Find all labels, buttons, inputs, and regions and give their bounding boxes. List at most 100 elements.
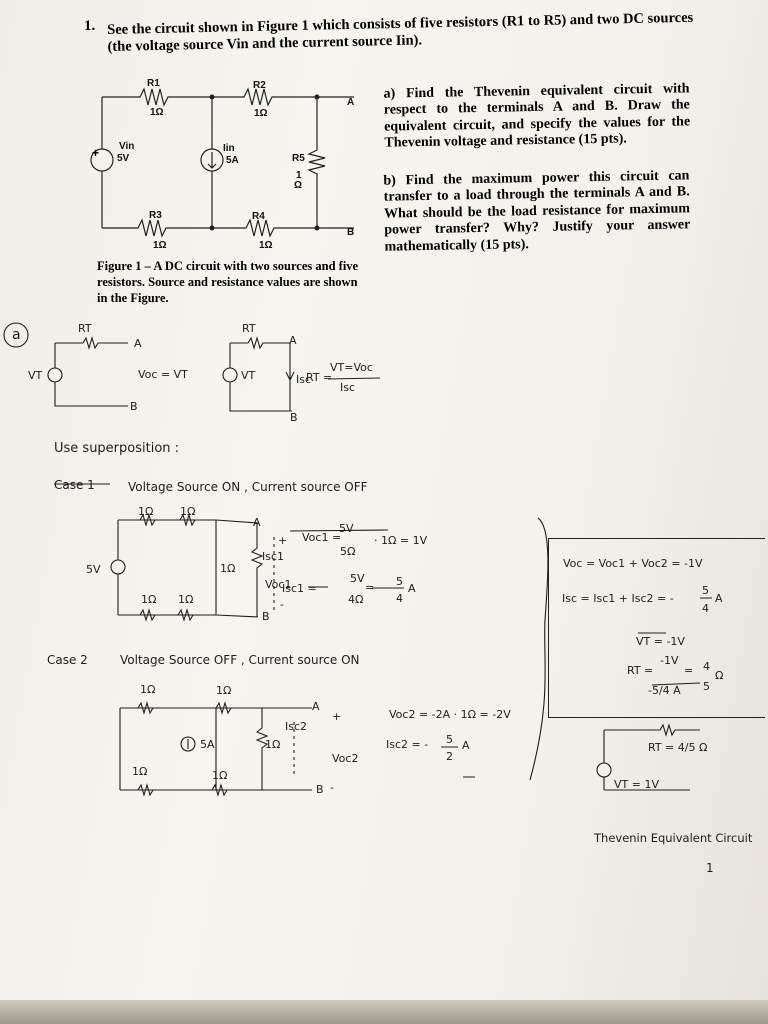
hw-vt-1: VT bbox=[28, 369, 43, 382]
hw-c1-r-top-2: 1Ω bbox=[180, 505, 196, 518]
hw-rt-result-den2: 5 bbox=[703, 680, 710, 693]
hw-c2-voc-eq: Voc2 = -2A · 1Ω = -2V bbox=[389, 708, 511, 721]
label-r2-value: 1Ω bbox=[254, 108, 268, 119]
label-iin: Iin bbox=[223, 143, 235, 154]
hw-c1-source: 5V bbox=[86, 563, 101, 576]
label-r4-value: 1Ω bbox=[259, 240, 273, 251]
part-a-circle-label: a bbox=[12, 327, 21, 343]
hw-c1-isc-den2: 4 bbox=[396, 592, 403, 605]
hw-rt-result-lhs: RT = bbox=[627, 664, 654, 677]
label-r5: R5 bbox=[292, 153, 305, 164]
hw-c1-terminal-a: A bbox=[253, 516, 261, 529]
hw-sum-voc: Voc = Voc1 + Voc2 = -1V bbox=[563, 557, 703, 570]
hw-c1-voc: Voc1 bbox=[265, 578, 292, 591]
hw-c2-r-bot-1: 1Ω bbox=[132, 765, 148, 778]
hw-c2-r-bot-2: 1Ω bbox=[212, 769, 228, 782]
hw-sum-isc-den: 4 bbox=[702, 602, 709, 615]
label-terminal-b: B bbox=[347, 227, 355, 238]
hw-isc: Isc bbox=[296, 373, 312, 386]
hw-c2-isc-num: 5 bbox=[446, 733, 453, 746]
hw-c1-voc-rhs: · 1Ω = 1V bbox=[374, 534, 428, 547]
hw-rt-result-unit: Ω bbox=[715, 669, 724, 682]
hw-c1-voc-den: 5Ω bbox=[340, 545, 356, 558]
label-r5-value: 1 bbox=[296, 170, 302, 181]
hw-c1-r-mid: 1Ω bbox=[220, 562, 236, 575]
hw-c1-isc-unit: A bbox=[408, 582, 416, 595]
hw-rt-result-mid: = bbox=[684, 664, 694, 677]
hw-c1-minus: - bbox=[280, 598, 284, 611]
label-r3-value: 1Ω bbox=[153, 240, 167, 251]
hw-eq-rt: RT = 4/5 Ω bbox=[648, 741, 708, 754]
svg-text:+: + bbox=[92, 146, 99, 160]
label-terminal-a: A bbox=[347, 97, 355, 108]
hw-eq-vt: VT = 1V bbox=[614, 778, 659, 791]
question-number: 1. bbox=[84, 18, 96, 34]
hw-terminal-b-1: B bbox=[130, 400, 138, 413]
hw-voc-eq-vt: Voc = VT bbox=[138, 368, 188, 381]
hw-c1-voc-num: 5V bbox=[339, 522, 354, 535]
hw-vt-2: VT bbox=[241, 369, 256, 382]
hw-c1-plus: + bbox=[278, 534, 288, 547]
hw-c1-voc-eq-lhs: Voc1 = bbox=[302, 531, 342, 544]
hw-superposition-heading: Use superposition : bbox=[54, 441, 180, 456]
hw-c2-voc: Voc2 bbox=[332, 752, 359, 765]
hw-c2-r-top-1: 1Ω bbox=[140, 683, 156, 696]
hw-c1-terminal-b: B bbox=[262, 610, 270, 623]
hw-case-1-title: Case 1 bbox=[54, 478, 95, 492]
hw-sum-isc-num: 5 bbox=[702, 584, 709, 597]
hw-rt-result-den: -5/4 A bbox=[648, 684, 681, 697]
label-r1-value: 1Ω bbox=[150, 107, 164, 118]
hw-c2-r-top-2: 1Ω bbox=[216, 684, 232, 697]
hw-c1-isc-eq-lhs: Isc1 = bbox=[282, 582, 317, 595]
hw-case-1-desc: Voltage Source ON , Current source OFF bbox=[128, 480, 368, 494]
hw-case-2-desc: Voltage Source OFF , Current source ON bbox=[120, 653, 360, 667]
page-number: 1 bbox=[706, 861, 714, 875]
hw-c1-isc-den: 4Ω bbox=[348, 593, 364, 606]
hw-vt-result: VT = -1V bbox=[636, 635, 685, 648]
hw-c2-minus: - bbox=[330, 781, 334, 794]
hw-c2-terminal-b: B bbox=[316, 783, 324, 796]
label-r3: R3 bbox=[149, 210, 162, 221]
label-vin-value: 5V bbox=[117, 153, 130, 164]
hw-c1-r-bot-2: 1Ω bbox=[178, 593, 194, 606]
hw-sum-isc-lhs: Isc = Isc1 + Isc2 = - bbox=[562, 592, 674, 605]
label-r2: R2 bbox=[253, 80, 266, 91]
hw-rt-result-num: -1V bbox=[660, 654, 679, 667]
hw-rt-1: RT bbox=[78, 322, 92, 335]
result-summary-box bbox=[548, 538, 765, 718]
hw-c1-r-top-1: 1Ω bbox=[138, 505, 154, 518]
hw-c1-isc-mid: = bbox=[365, 581, 375, 594]
hw-c2-source: 5A bbox=[200, 738, 215, 751]
hw-c1-isc: Isc1 bbox=[262, 550, 285, 563]
hw-rt-formula-den: Isc bbox=[340, 381, 356, 394]
label-vin: Vin bbox=[119, 141, 135, 152]
hw-c1-isc-num2: 5 bbox=[396, 575, 403, 588]
label-r5-unit: Ω bbox=[294, 180, 303, 191]
hw-c2-terminal-a: A bbox=[312, 700, 320, 713]
hw-c2-isc-den: 2 bbox=[446, 750, 453, 763]
hw-rt-formula-num: VT=Voc bbox=[330, 361, 373, 374]
hw-c1-r-bot-1: 1Ω bbox=[141, 593, 157, 606]
hw-c2-isc: Isc2 bbox=[285, 720, 308, 733]
hw-thevenin-title: Thevenin Equivalent Circuit bbox=[594, 831, 753, 845]
table-surface bbox=[0, 1000, 768, 1024]
hw-c1-isc-num: 5V bbox=[350, 572, 365, 585]
label-r1: R1 bbox=[147, 78, 160, 89]
hw-rt-formula-lhs: RT = bbox=[306, 371, 333, 384]
hw-rt-2: RT bbox=[242, 322, 256, 335]
hw-sum-isc-unit: A bbox=[715, 592, 723, 605]
hw-terminal-b-2: B bbox=[290, 411, 298, 424]
hw-c2-plus: + bbox=[332, 710, 342, 723]
hw-case-2-title: Case 2 bbox=[47, 653, 88, 667]
hw-rt-result-num2: 4 bbox=[703, 660, 710, 673]
hw-c2-r-mid: 1Ω bbox=[265, 738, 281, 751]
label-iin-value: 5A bbox=[226, 155, 239, 166]
hw-c2-isc-unit: A bbox=[462, 739, 470, 752]
hw-terminal-a-1: A bbox=[134, 337, 142, 350]
label-r4: R4 bbox=[252, 211, 265, 222]
figure-caption: Figure 1 – A DC circuit with two sources… bbox=[97, 259, 359, 305]
hw-terminal-a-2: A bbox=[289, 334, 297, 347]
